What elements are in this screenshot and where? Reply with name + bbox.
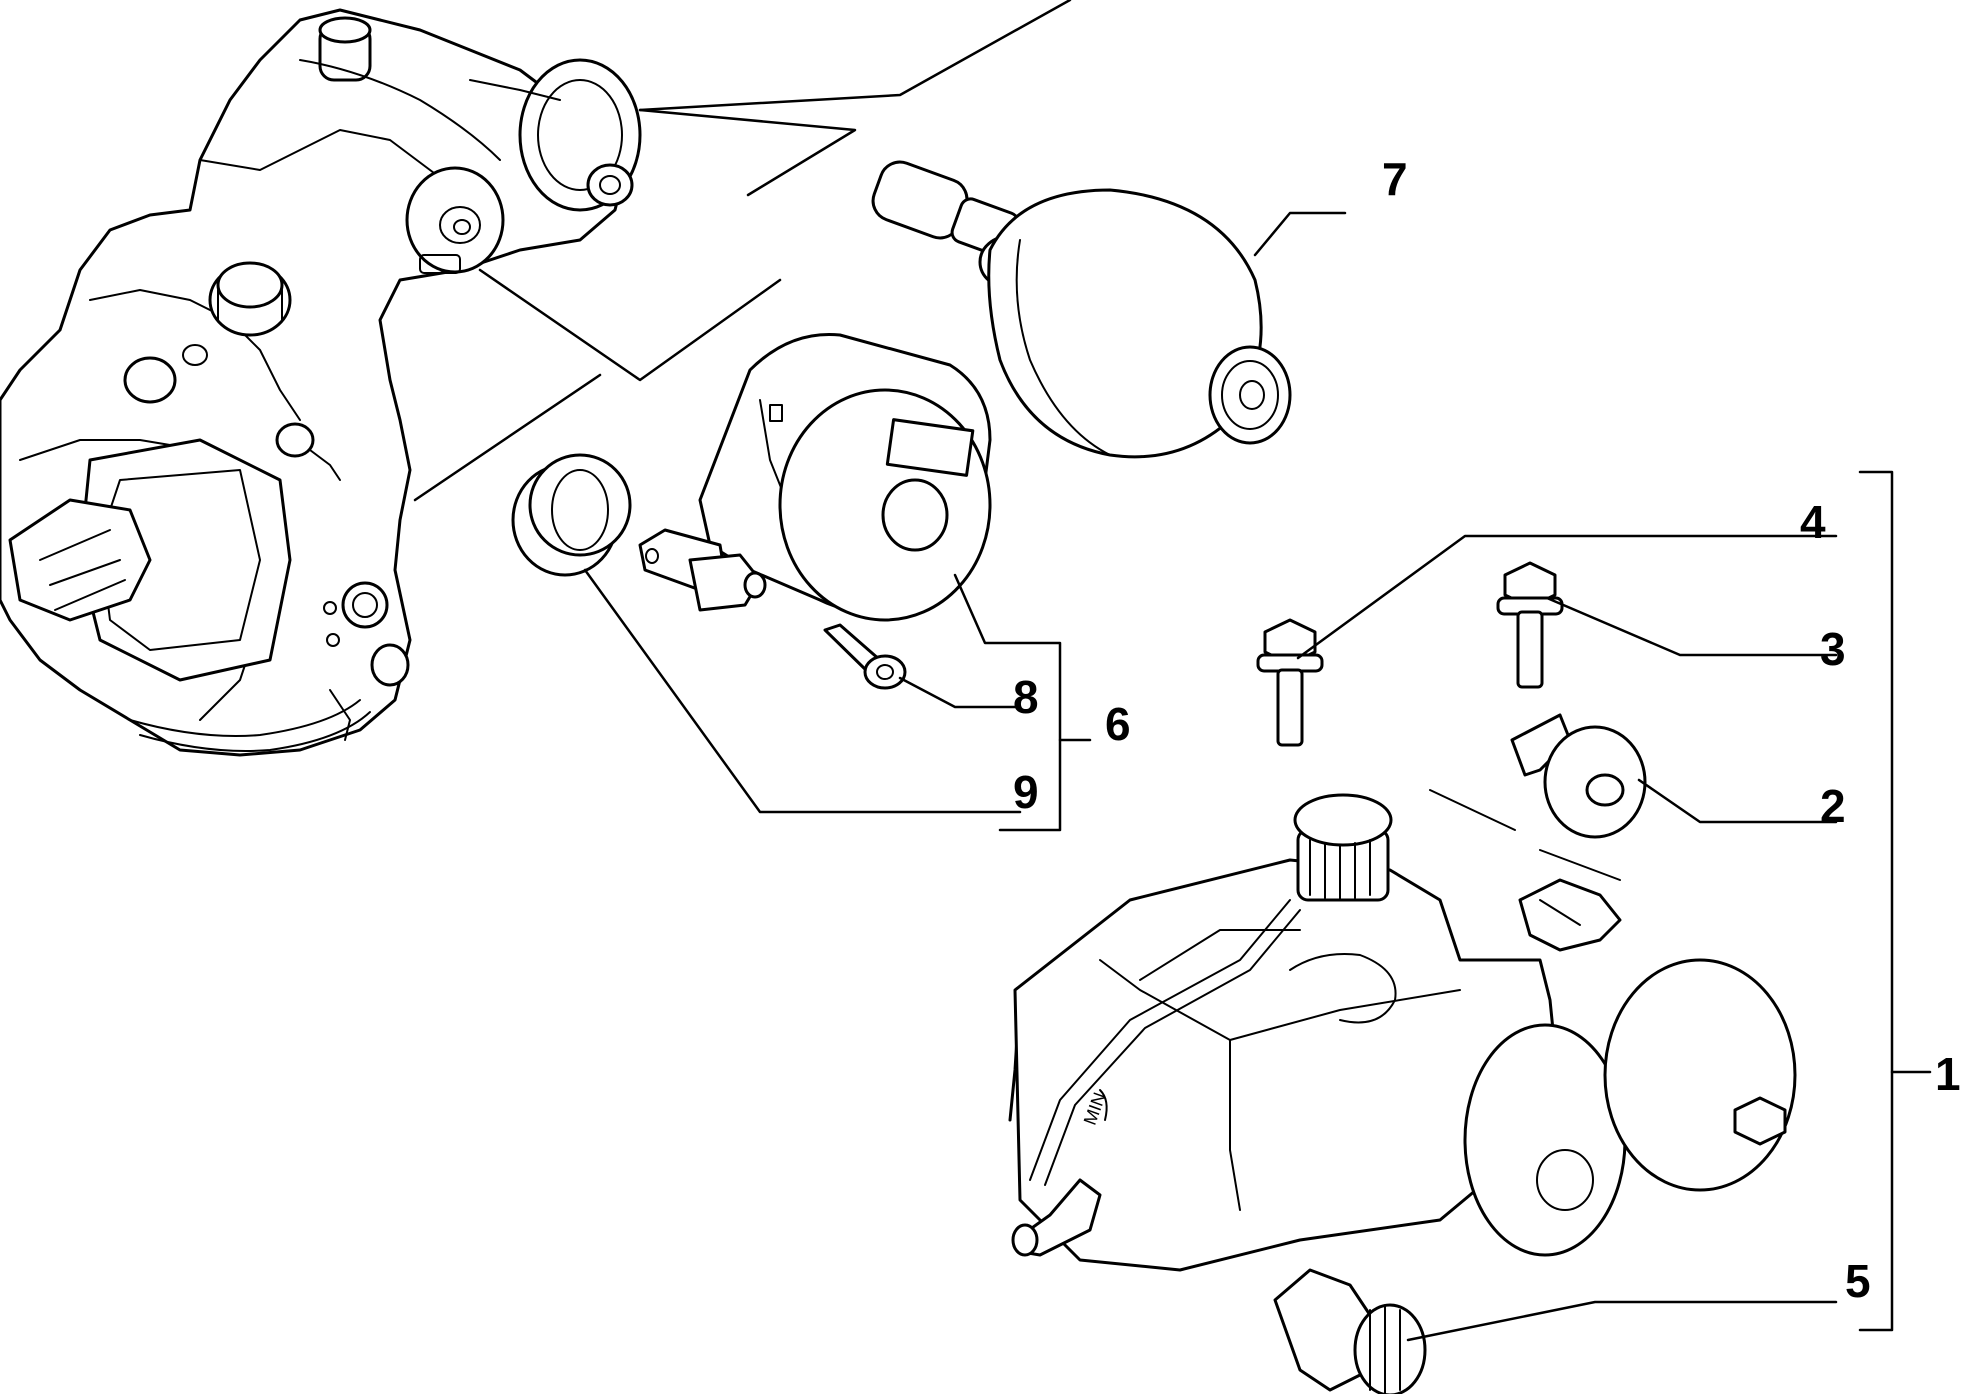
bolt-part-3	[1496, 561, 1564, 689]
seal-ring-part-9	[511, 453, 632, 577]
callout-1: 1	[1935, 1048, 1961, 1100]
callout-6: 6	[1105, 698, 1131, 750]
break-lines	[413, 0, 1072, 502]
callout-7: 7	[1382, 153, 1408, 205]
hydraulic-unit-part-1: MIN	[1008, 789, 1797, 1272]
clip-bracket-part-2	[1510, 713, 1647, 839]
accumulator-part-7	[871, 160, 1292, 459]
callout-9: 9	[1013, 766, 1039, 818]
callout-5: 5	[1845, 1255, 1871, 1307]
callout-8: 8	[1013, 671, 1039, 723]
leader-lines	[583, 211, 1932, 1342]
bolt-part-4	[1256, 618, 1324, 747]
screw-part-8	[823, 623, 907, 690]
electric-motor-part-6	[638, 332, 992, 622]
callout-4: 4	[1800, 496, 1826, 548]
gearbox-housing-illustration	[0, 8, 642, 757]
plug-part-5	[1273, 1268, 1427, 1394]
callout-3: 3	[1820, 623, 1846, 675]
callout-2: 2	[1820, 780, 1846, 832]
callout-labels: 7 4 3 2 1 5 8 6 9	[1013, 153, 1961, 1307]
